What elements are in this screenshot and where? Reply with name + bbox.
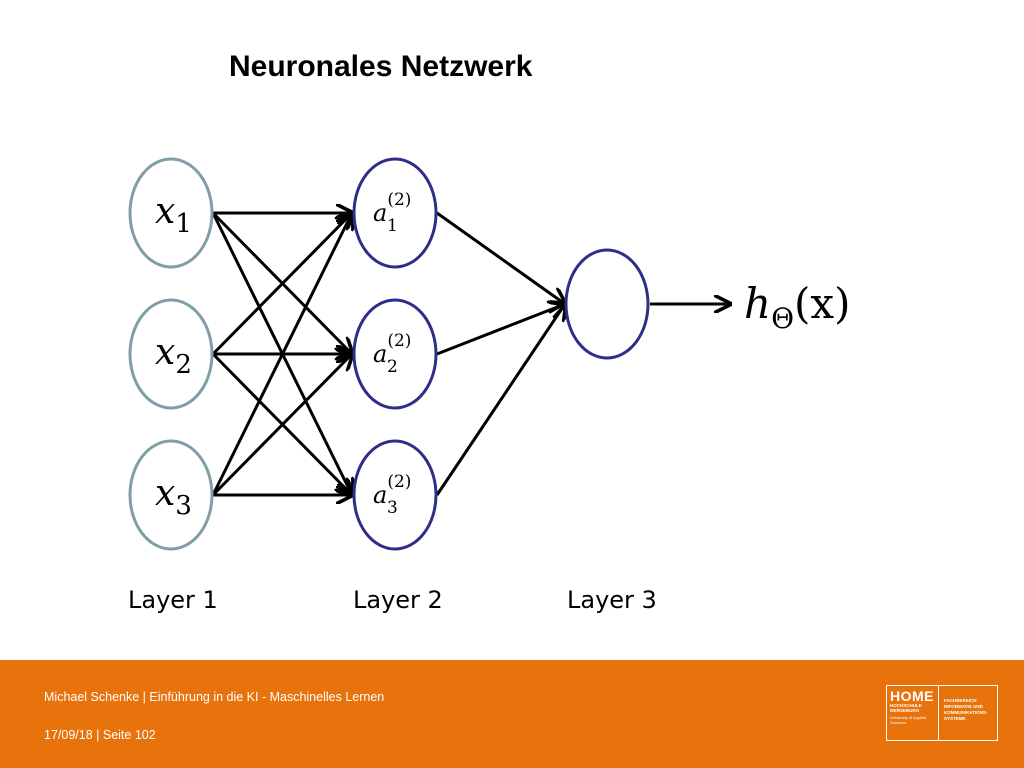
- hidden-node-label: a(2)2: [373, 331, 411, 377]
- input-node-label: x3: [155, 473, 192, 521]
- footer-bar: Michael Schenke | Einführung in die KI -…: [0, 660, 1024, 768]
- input-node-1: x1: [128, 157, 214, 269]
- arrow-x3-a1: [211, 213, 352, 496]
- input-node-3: x3: [128, 439, 214, 551]
- arrow-a2-output: [436, 304, 565, 356]
- slide-title: Neuronales Netzwerk: [229, 50, 533, 83]
- layer-1-label: Layer 1: [128, 586, 218, 614]
- footer-author-line: Michael Schenke | Einführung in die KI -…: [44, 690, 385, 704]
- hidden-node-2: a(2)2: [352, 298, 438, 410]
- connection-arrows: [211, 211, 730, 497]
- footer-date-line: 17/09/18 | Seite 102: [44, 728, 156, 742]
- hidden-node-label: a(2)1: [373, 190, 411, 236]
- arrow-a3-output: [435, 304, 565, 496]
- logo-main-text: HOME: [890, 688, 934, 704]
- logo-department-text: FACHBEREICH INFORMATIK UND KOMMUNIKATION…: [944, 698, 988, 721]
- layer-3-label: Layer 3: [567, 586, 657, 614]
- neural-network-diagram: x1 x2 x3 a(2)1 a(2)2 a(2)3 hΘ(x): [128, 157, 851, 551]
- logo-sub-text: HOCHSCHULE MERSEBURG: [890, 703, 922, 713]
- output-label: hΘ(x): [744, 279, 851, 335]
- input-node-label: x1: [155, 191, 192, 239]
- input-node-2: x2: [128, 298, 214, 410]
- arrow-x2-a1: [211, 213, 352, 356]
- hidden-node-3: a(2)3: [352, 439, 438, 551]
- input-node-label: x2: [155, 332, 192, 380]
- university-logo: HOME HOCHSCHULE MERSEBURG University of …: [886, 685, 998, 741]
- network-nodes: x1 x2 x3 a(2)1 a(2)2 a(2)3 hΘ(x): [128, 157, 851, 551]
- arrow-x3-a2: [211, 354, 352, 497]
- layer-2-label: Layer 2: [353, 586, 443, 614]
- hidden-node-1: a(2)1: [352, 157, 438, 269]
- hidden-node-label: a(2)3: [373, 472, 411, 518]
- logo-tiny-text: University of Applied Sciences: [890, 715, 927, 725]
- arrow-a1-output: [436, 211, 565, 304]
- output-node: [564, 248, 650, 360]
